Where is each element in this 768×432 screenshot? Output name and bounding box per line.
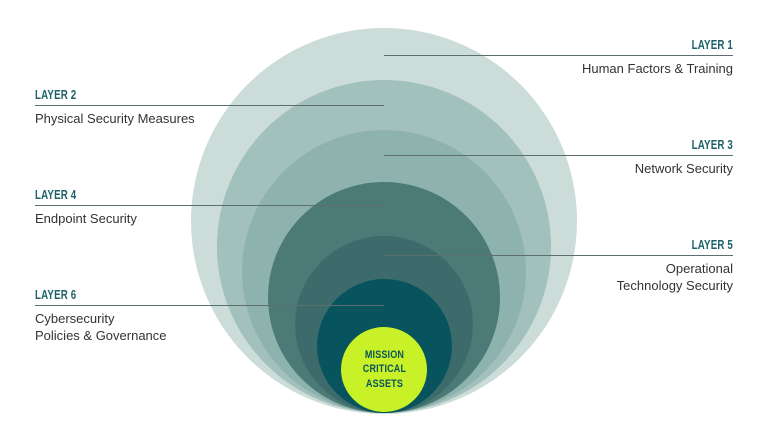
mission-critical-assets-circle: MISSION CRITICAL ASSETS bbox=[341, 327, 427, 412]
layer-1-name: Human Factors & Training bbox=[581, 61, 733, 76]
layer-3-connector-line bbox=[384, 155, 733, 156]
layer-5-label-block: LAYER 5 Operational Technology Security bbox=[384, 238, 733, 294]
layer-4-label-block: LAYER 4 Endpoint Security bbox=[35, 188, 384, 228]
layer-3-tag: LAYER 3 bbox=[691, 138, 733, 152]
layer-2-name: Physical Security Measures bbox=[35, 111, 195, 126]
layer-5-name: Operational Technology Security bbox=[616, 261, 733, 293]
layer-2-label-block: LAYER 2 Physical Security Measures bbox=[35, 88, 384, 128]
layer-5-tag: LAYER 5 bbox=[691, 238, 733, 252]
layer-6-tag: LAYER 6 bbox=[35, 288, 77, 302]
layer-2-connector-line bbox=[35, 105, 384, 106]
layer-2-tag: LAYER 2 bbox=[35, 88, 77, 102]
layer-1-tag: LAYER 1 bbox=[691, 38, 733, 52]
layer-3-label-block: LAYER 3 Network Security bbox=[384, 138, 733, 178]
layer-1-label-block: LAYER 1 Human Factors & Training bbox=[384, 38, 733, 78]
layer-6-name: Cybersecurity Policies & Governance bbox=[35, 311, 167, 343]
mission-critical-assets-label: MISSION CRITICAL ASSETS bbox=[362, 348, 406, 390]
layer-4-tag: LAYER 4 bbox=[35, 188, 77, 202]
layer-1-connector-line bbox=[384, 55, 733, 56]
layer-3-name: Network Security bbox=[634, 161, 733, 176]
layer-4-name: Endpoint Security bbox=[35, 211, 137, 226]
layer-6-connector-line bbox=[35, 305, 384, 306]
layer-4-connector-line bbox=[35, 205, 384, 206]
layer-6-label-block: LAYER 6 Cybersecurity Policies & Governa… bbox=[35, 288, 384, 344]
layer-5-connector-line bbox=[384, 255, 733, 256]
